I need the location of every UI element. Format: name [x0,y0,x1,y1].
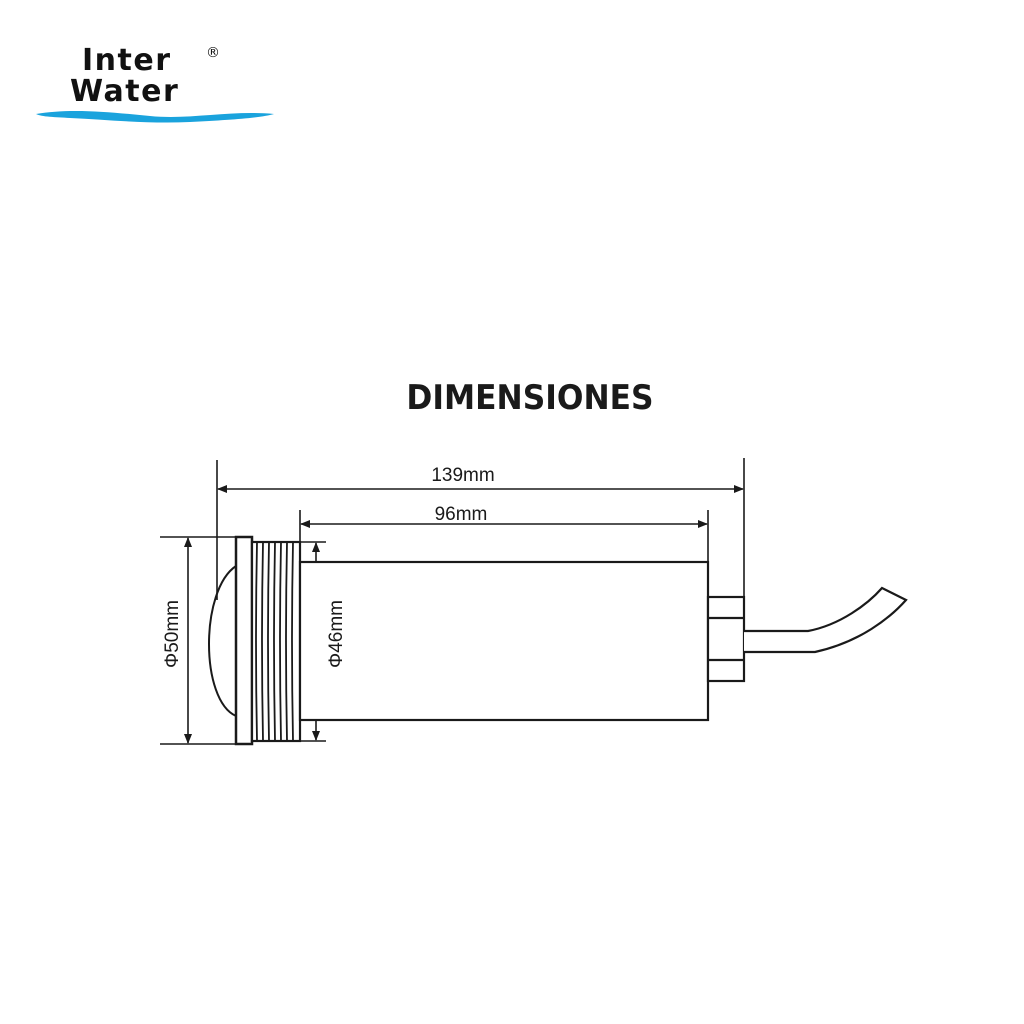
logo-text-line1: Inter [82,43,172,78]
page-title: DIMENSIONES [406,378,654,418]
brand-logo: Inter ® Water [30,40,280,130]
thread-section [250,540,302,743]
lens-dome [208,565,237,717]
cable [744,586,908,654]
cable-gland [706,595,746,683]
label-body-diameter: Φ46mm [326,600,347,668]
logo-registered-mark: ® [206,45,220,61]
label-overall-length: 139mm [431,465,494,486]
label-body-length: 96mm [435,504,488,525]
logo-text-line2: Water [70,74,180,109]
logo-wave-icon [36,110,274,123]
main-body [298,560,710,722]
label-flange-diameter: Φ50mm [162,600,183,668]
flange [234,535,254,746]
